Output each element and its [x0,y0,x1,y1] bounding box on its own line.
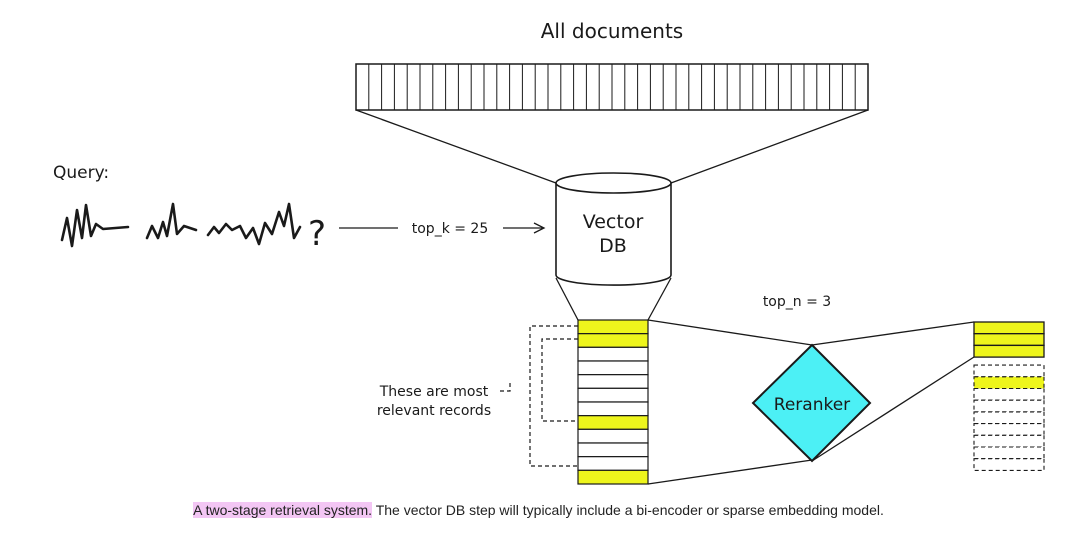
relevant-record [577,469,649,485]
reranked-highlighted-record [973,376,1045,390]
relevant-record [577,319,649,335]
retrieved-record [577,456,649,471]
retrieval-diagram: All documents Vector DB Query: ? top_k =… [53,19,1045,485]
top-n-label: top_n = 3 [763,294,831,310]
relevant-record [577,415,649,430]
query-scribble [60,202,302,248]
discarded-record [973,458,1045,471]
vector-db-label-line1: Vector [583,211,644,233]
top-k-label: top_k = 25 [412,221,489,237]
relevant-records-label-line1: These are most [379,384,489,400]
all-documents-title: All documents [541,19,683,43]
discarded-record [973,423,1045,436]
funnel-line-left [355,109,557,184]
funnel-line-right [670,109,869,184]
retrieved-record [577,360,649,376]
query-question-mark: ? [308,214,326,254]
rerank-in-line-bottom [647,459,813,485]
relevant-record [577,333,649,348]
retrieved-record [577,401,649,417]
retrieved-record [577,346,649,362]
rerank-in-line-top [647,319,813,346]
top-n-record [973,344,1045,358]
discarded-record [973,387,1045,401]
retrieved-record [577,387,649,403]
caption-highlight: A two-stage retrieval system. [193,502,373,518]
db-funnel-right [647,277,672,321]
top-n-record [973,321,1045,335]
retrieved-record [577,428,649,444]
db-funnel-left [555,277,579,321]
reranker-node: Reranker [751,343,872,463]
relevant-records-label-line2: relevant records [377,403,491,419]
reranked-records-list [973,321,1045,471]
figure-caption: A two-stage retrieval system. The vector… [0,502,1077,518]
retrieved-record [577,374,649,389]
rerank-out-line-bottom [811,356,975,462]
relevance-bracket [500,325,578,467]
discarded-record [973,446,1045,460]
all-documents-strip [355,63,869,111]
caption-text: The vector DB step will typically includ… [372,502,884,518]
vector-db-cylinder: Vector DB [555,172,672,286]
retrieved-records-list [577,319,649,485]
reranker-label: Reranker [774,395,850,415]
retrieved-record [577,442,649,458]
discarded-record [973,399,1045,413]
query-label: Query: [53,163,109,183]
top-n-record [973,333,1045,347]
discarded-record [973,364,1045,378]
rerank-out-line-top [811,321,975,346]
discarded-record [973,434,1045,448]
top-k-arrow-head [533,222,546,234]
vector-db-label-line2: DB [599,235,627,257]
discarded-record [973,411,1045,425]
